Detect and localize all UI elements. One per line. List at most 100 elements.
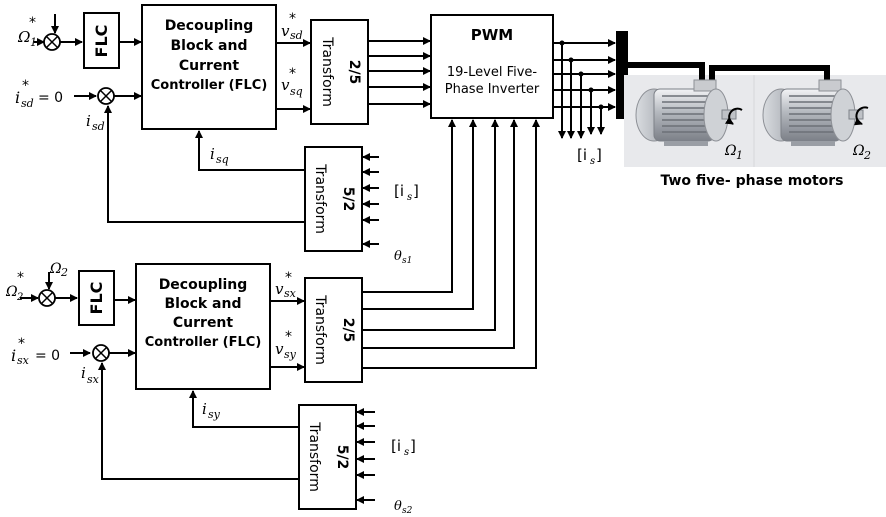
id-ref-1-sub: sd <box>21 97 34 110</box>
transform-5-2-block-1 <box>304 146 363 252</box>
sum-junction-speed-1 <box>43 33 61 51</box>
speed-ref-1-symbol: Ω <box>17 28 30 46</box>
pwm-title: PWM <box>471 26 513 44</box>
decoupling-1-line-1: Decoupling <box>165 18 254 34</box>
decoupling-1-line-2: Block and <box>170 38 247 54</box>
iq-fb-1-sub: sq <box>216 153 229 166</box>
iq-fb-1-symbol: i <box>210 145 215 163</box>
motors-caption: Two five- phase motors <box>660 173 843 189</box>
theta-1-sub: s1 <box>402 256 412 266</box>
current-input-2-open: [i <box>391 437 401 455</box>
channel-1: Ω 1 * FLC i sd * = 0 i sd <box>15 4 431 266</box>
decoupling-1-line-3: Current <box>179 58 240 74</box>
motor-1-speed-symbol: Ω <box>724 143 737 159</box>
transform-5-2-label-1: Transform <box>312 163 328 234</box>
iq-fb-2-sub: sy <box>208 408 221 421</box>
iq-feedback-1-line <box>195 130 305 171</box>
decoupling-2-line-3: Current <box>173 315 234 331</box>
id-ref-2-symbol: i <box>11 346 16 365</box>
vq-ref-1-sub: sq <box>290 85 303 98</box>
vx-ref-2-sub: sx <box>284 287 297 300</box>
current-sensing-taps <box>558 40 605 139</box>
decoupling-1-line-4: Controller (FLC) <box>151 78 268 93</box>
id-feedback-2-line <box>98 362 299 480</box>
id-fb-1-sub: sd <box>92 120 105 133</box>
measured-current-sub: s <box>590 156 595 167</box>
transform-5-2-ratio-1: 5/2 <box>340 187 356 212</box>
transform-2-5-ratio-2: 2/5 <box>340 318 356 343</box>
id-fb-2-symbol: i <box>81 364 86 382</box>
motor-2-speed-sub: 2 <box>863 149 871 162</box>
vq-ref-1-sup: * <box>289 66 296 82</box>
motor-1-icon <box>635 79 743 146</box>
current-input-2-sub: s <box>404 447 409 458</box>
decoupling-2-line-1: Decoupling <box>159 277 248 293</box>
vx-ref-2-symbol: v <box>275 280 284 298</box>
transform-1-to-pwm-lines <box>368 37 431 108</box>
current-input-1-close: ] <box>413 182 419 200</box>
iq-fb-2-symbol: i <box>202 400 207 418</box>
id-ref-2-sup: * <box>18 336 25 352</box>
motor-1-speed-sub: 1 <box>736 149 743 162</box>
bus-to-motor-1 <box>628 62 705 80</box>
transform-2-5-label-1: Transform <box>319 36 335 107</box>
pwm-inverter-block <box>430 14 554 119</box>
vd-ref-1-sup: * <box>289 11 296 27</box>
flc-block-2 <box>78 270 115 326</box>
speed-fb-2-sub: 2 <box>60 266 68 279</box>
motor-1-to-motor-2 <box>709 65 830 80</box>
current-input-2-close: ] <box>410 437 416 455</box>
transform-2-5-ratio-1: 2/5 <box>346 60 362 85</box>
current-input-1-sub: s <box>407 192 412 203</box>
speed-ref-2-sub: 2 <box>16 292 23 303</box>
inverter-line-1: 19-Level Five- <box>447 65 538 80</box>
iq-feedback-2-line <box>189 390 299 428</box>
transform-2-5-label-2: Transform <box>312 294 328 365</box>
channel-2-to-pwm-lines <box>362 119 540 369</box>
vq-ref-1-symbol: v <box>281 76 290 94</box>
transform-5-2-ratio-2: 5/2 <box>334 445 350 470</box>
decoupling-block-2 <box>135 263 271 390</box>
sum-junction-speed-2 <box>38 289 56 307</box>
decoupling-2-line-2: Block and <box>164 296 241 312</box>
theta-2-symbol: θ <box>394 499 402 514</box>
motor-2-icon <box>762 79 869 146</box>
vd-ref-1-symbol: v <box>281 22 290 40</box>
vy-ref-2-symbol: v <box>275 340 284 358</box>
vx-ref-2-sup: * <box>285 270 292 286</box>
vd-ref-1-sub: sd <box>290 29 303 42</box>
sum-junction-id-2 <box>92 344 110 362</box>
speed-ref-2-symbol: Ω <box>5 284 18 300</box>
speed-ref-2-sup: * <box>17 270 24 286</box>
transform-5-2-block-2 <box>298 404 357 510</box>
transform-2-5-block-2 <box>304 277 363 383</box>
speed-fb-2-symbol: Ω <box>49 261 62 277</box>
pwm-inverter: PWM 19-Level Five- Phase Inverter [i s ] <box>362 14 616 369</box>
id-ref-1-symbol: i <box>15 88 20 107</box>
theta-1-symbol: θ <box>394 249 402 264</box>
motor-2-speed-symbol: Ω <box>852 143 865 159</box>
id-ref-2-eq: = 0 <box>35 348 60 364</box>
id-fb-1-symbol: i <box>86 112 91 130</box>
current-inputs-1 <box>362 153 379 248</box>
id-ref-2-sub: sx <box>17 354 30 367</box>
transform-2-5-block-1 <box>310 19 369 125</box>
measured-current-open: [i <box>577 146 587 164</box>
sum-junction-id-1 <box>97 87 115 105</box>
current-input-1-open: [i <box>394 182 404 200</box>
vy-ref-2-sup: * <box>285 329 292 345</box>
flc-label-1: FLC <box>92 25 111 58</box>
decoupling-block-1 <box>141 4 277 130</box>
channel-2: Ω 2 * Ω 2 FLC i sx * = 0 i sx Decoupling <box>5 261 416 516</box>
current-inputs-2 <box>356 408 375 504</box>
id-ref-1-eq: = 0 <box>38 90 63 106</box>
flc-label-2: FLC <box>87 282 106 315</box>
vy-ref-2-sub: sy <box>284 348 297 361</box>
speed-ref-1-sub: 1 <box>30 36 37 49</box>
id-fb-2-sub: sx <box>87 373 100 386</box>
inverter-line-2: Phase Inverter <box>445 82 540 97</box>
decoupling-2-line-4: Controller (FLC) <box>145 335 262 350</box>
motor-section: Ω 1 Ω 2 Two five- phase motors <box>616 31 886 189</box>
theta-2-sub: s2 <box>402 506 413 516</box>
